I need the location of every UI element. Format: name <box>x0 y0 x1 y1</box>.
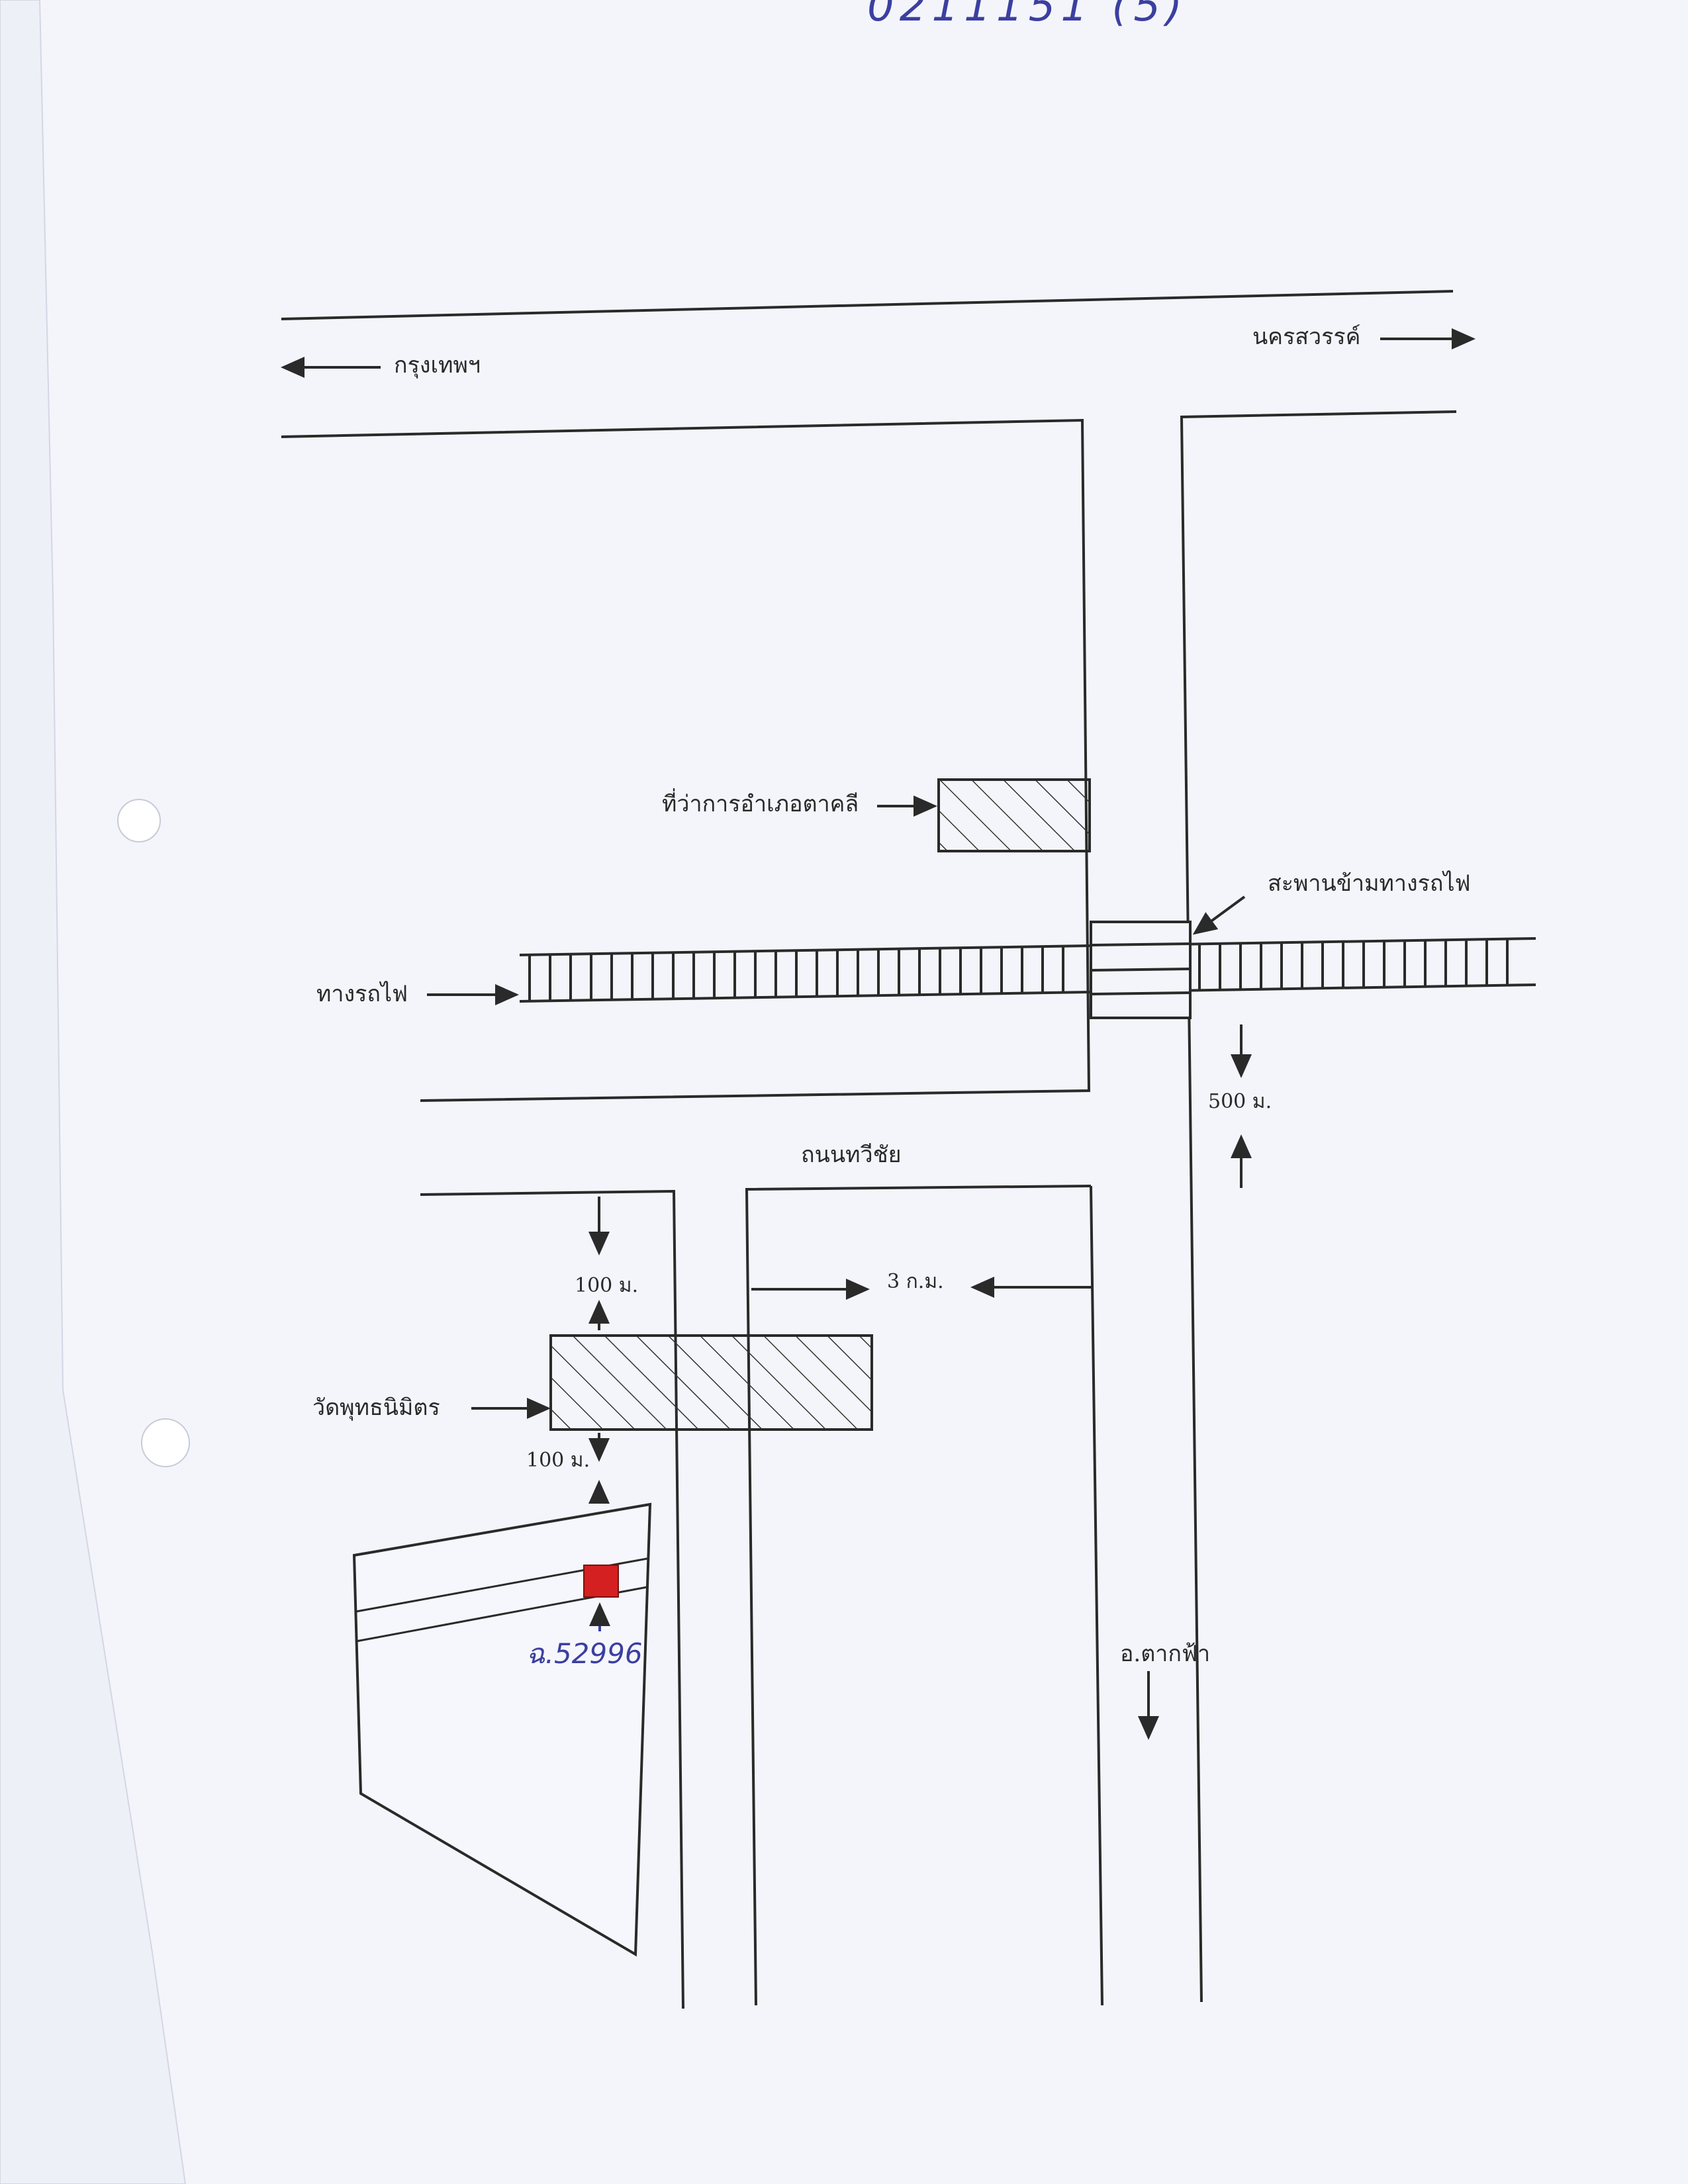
land-parcel <box>352 1502 652 1957</box>
hatched-building-icon <box>937 778 1091 852</box>
arrows <box>281 328 1476 1740</box>
side-road-east <box>1090 1185 1103 2006</box>
label-dist-3km: 3 ก.ม. <box>887 1270 944 1293</box>
label-railway: ทางรถไฟ <box>316 981 408 1007</box>
label-tak-fa: อ.ตากฟ้า <box>1120 1641 1211 1667</box>
railway-rail-bottom <box>519 983 1536 1003</box>
label-dist-500: 500 ม. <box>1208 1090 1272 1113</box>
railway-rail-top <box>519 937 1536 956</box>
highway-north-edge <box>281 290 1454 320</box>
paper-sheet <box>13 0 1688 2184</box>
overpass-line-1 <box>1090 942 1191 946</box>
overpass-line-2 <box>1090 968 1191 972</box>
railway-ties <box>528 938 1509 1001</box>
highway-south-edge-left <box>281 418 1091 1102</box>
label-overpass: สะพานข้ามทางรถไฟ <box>1268 870 1471 897</box>
label-temple: วัดพุทธนิมิตร <box>312 1394 440 1421</box>
label-nakhon-sawan: นครสวรรค์ <box>1252 324 1361 350</box>
label-dist-100-lower: 100 ม. <box>526 1449 590 1472</box>
arrow-down-icon <box>1192 895 1246 935</box>
thawichai-road-west <box>420 1189 684 2009</box>
hatched-building-icon <box>549 1334 873 1431</box>
label-road-name: ถนนทวีชัย <box>801 1142 902 1168</box>
label-bangkok: กรุงเทพฯ <box>394 352 481 379</box>
punch-hole-upper <box>117 799 161 842</box>
punch-hole-lower <box>141 1418 190 1467</box>
overpass-line-3 <box>1090 991 1191 995</box>
header-handwriting: 0211151 (5) <box>867 0 1188 31</box>
folded-edge <box>0 0 187 2184</box>
label-dist-100-upper: 100 ม. <box>575 1274 639 1297</box>
thawichai-road-east <box>745 1185 1092 2006</box>
label-district-office: ที่ว่าการอำเภอตาคลี <box>662 791 859 817</box>
highway-south-edge-right <box>1180 410 1457 2003</box>
label-parcel-note: ฉ.52996 <box>526 1637 643 1670</box>
red-parcel-marker-icon <box>583 1565 619 1598</box>
road-network <box>281 290 1536 2009</box>
